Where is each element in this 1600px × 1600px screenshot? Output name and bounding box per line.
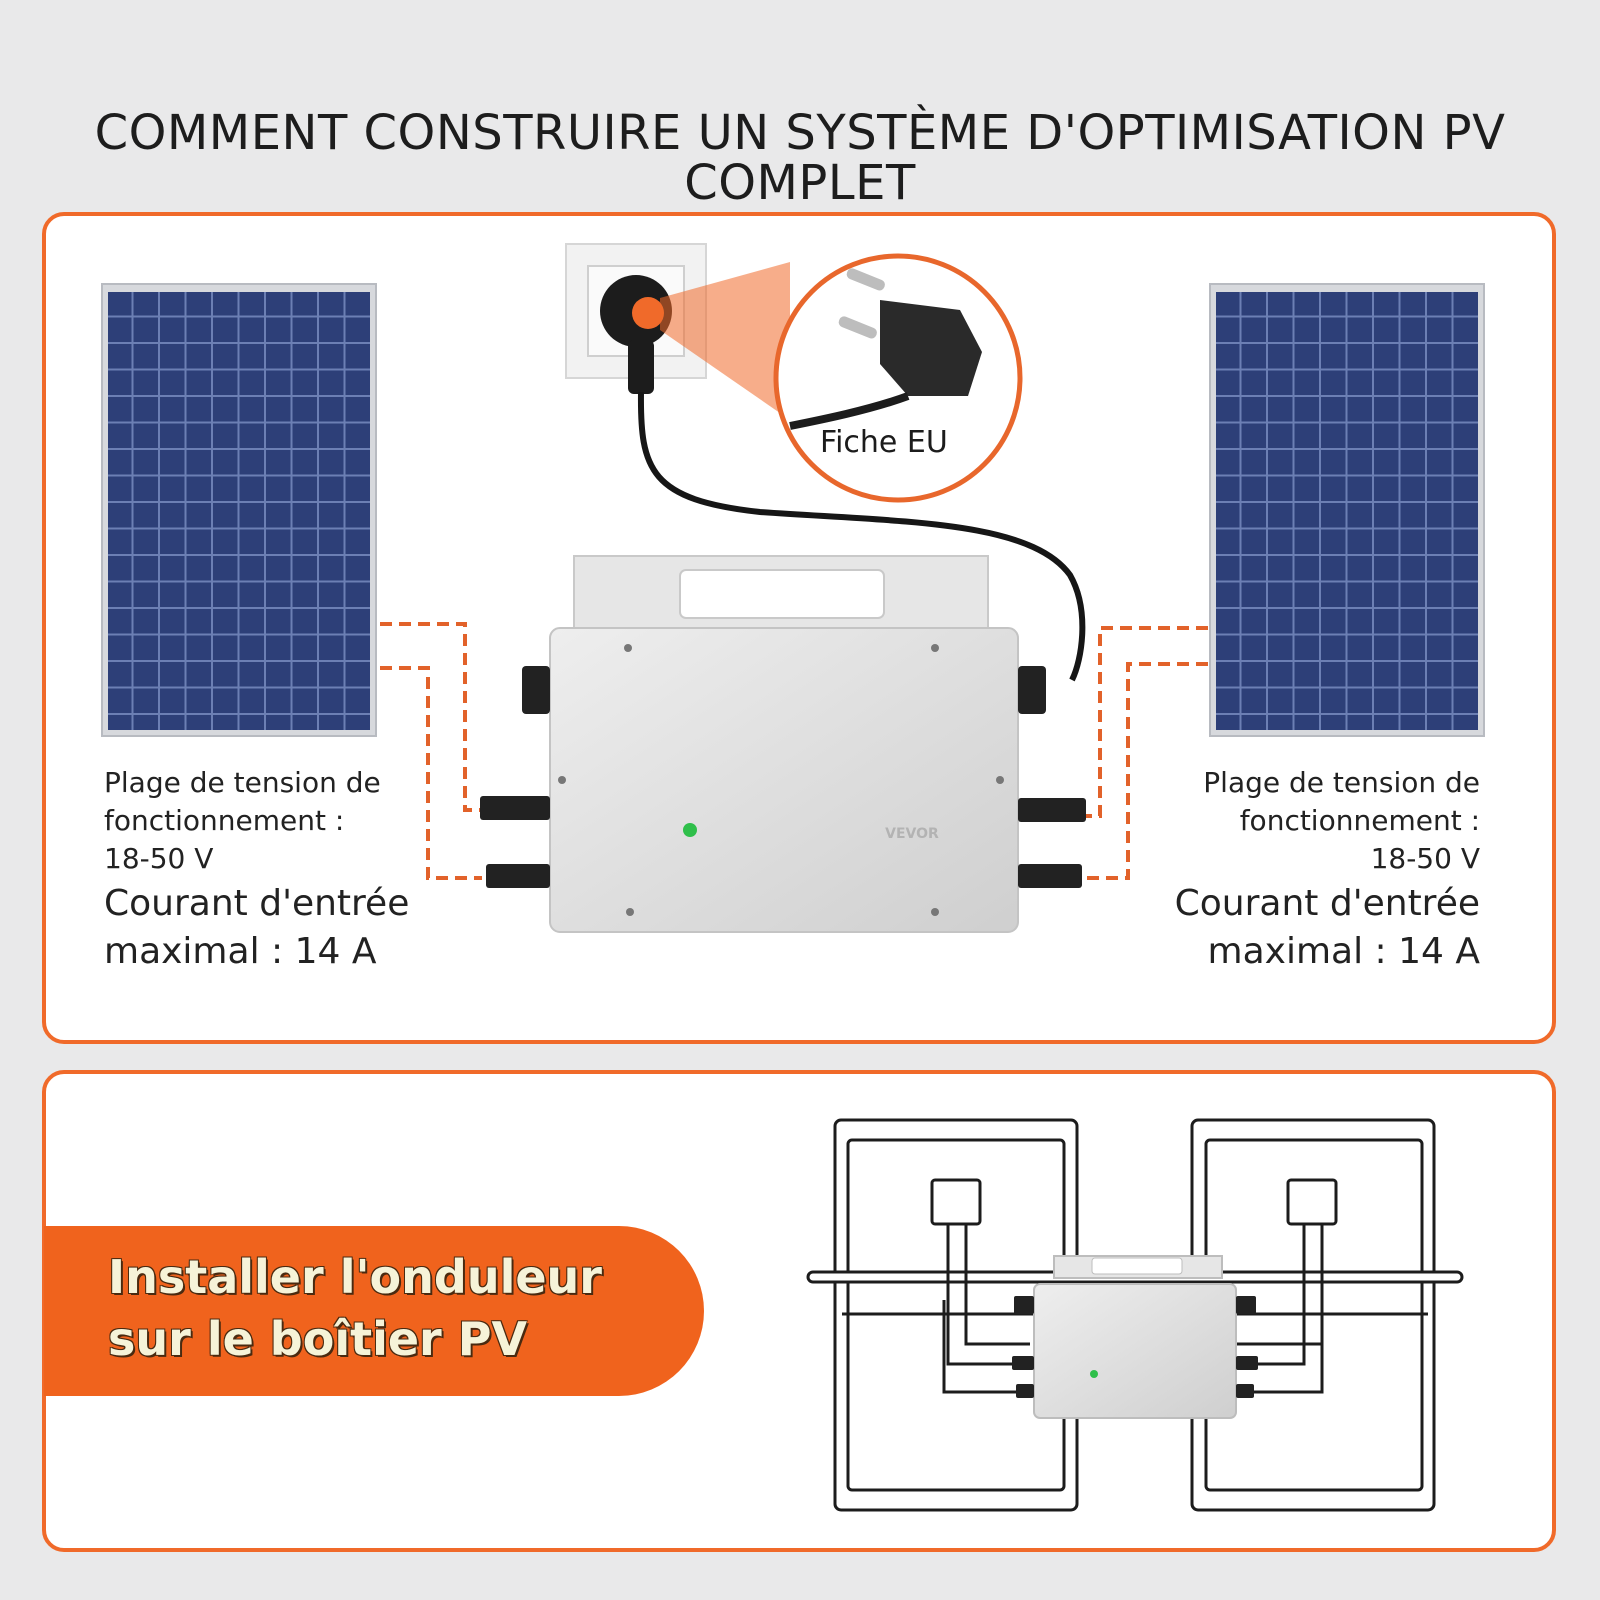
- solar-panel-right: [1209, 283, 1485, 737]
- voltage-range-value: 18-50 V: [104, 842, 214, 875]
- voltage-range-label-1: Plage de tension de: [1203, 766, 1480, 799]
- right-panel-specs: Plage de tension de fonctionnement : 18-…: [1100, 764, 1480, 976]
- status-led: [683, 823, 697, 837]
- left-panel-specs: Plage de tension de fonctionnement : 18-…: [104, 764, 484, 976]
- title-line-1: COMMENT CONSTRUIRE UN SYSTÈME D'OPTIMISA…: [94, 105, 1506, 161]
- plug-zoom-circle: [773, 253, 1023, 503]
- ac-cable: [637, 391, 1086, 682]
- max-current-line-2: maximal : 14 A: [1207, 931, 1480, 972]
- eu-plug-icon: [789, 268, 982, 430]
- voltage-range-label-2: fonctionnement :: [104, 804, 345, 837]
- voltage-range-value: 18-50 V: [1370, 842, 1480, 875]
- title-line-2: COMPLET: [684, 155, 916, 211]
- max-current-line-2: maximal : 14 A: [104, 931, 377, 972]
- zoom-cone: [660, 262, 790, 420]
- install-banner-text: Installer l'onduleur sur le boîtier PV: [108, 1246, 688, 1370]
- plug-label: Fiche EU: [820, 425, 948, 460]
- solar-panel-left: [101, 283, 377, 737]
- voltage-range-label-2: fonctionnement :: [1239, 804, 1480, 837]
- microinverter: VEVOR: [480, 555, 1086, 933]
- page-title: COMMENT CONSTRUIRE UN SYSTÈME D'OPTIMISA…: [0, 108, 1600, 208]
- voltage-range-label-1: Plage de tension de: [104, 766, 381, 799]
- dc-connection-lines: [380, 622, 1208, 880]
- max-current-line-1: Courant d'entrée: [1174, 883, 1480, 924]
- install-banner: [44, 1226, 704, 1396]
- banner-line-1: Installer l'onduleur: [108, 1250, 602, 1304]
- installation-inverter: [1012, 1255, 1258, 1419]
- max-current-line-1: Courant d'entrée: [104, 883, 410, 924]
- banner-line-2: sur le boîtier PV: [108, 1312, 528, 1366]
- inverter-brand: VEVOR: [885, 826, 939, 842]
